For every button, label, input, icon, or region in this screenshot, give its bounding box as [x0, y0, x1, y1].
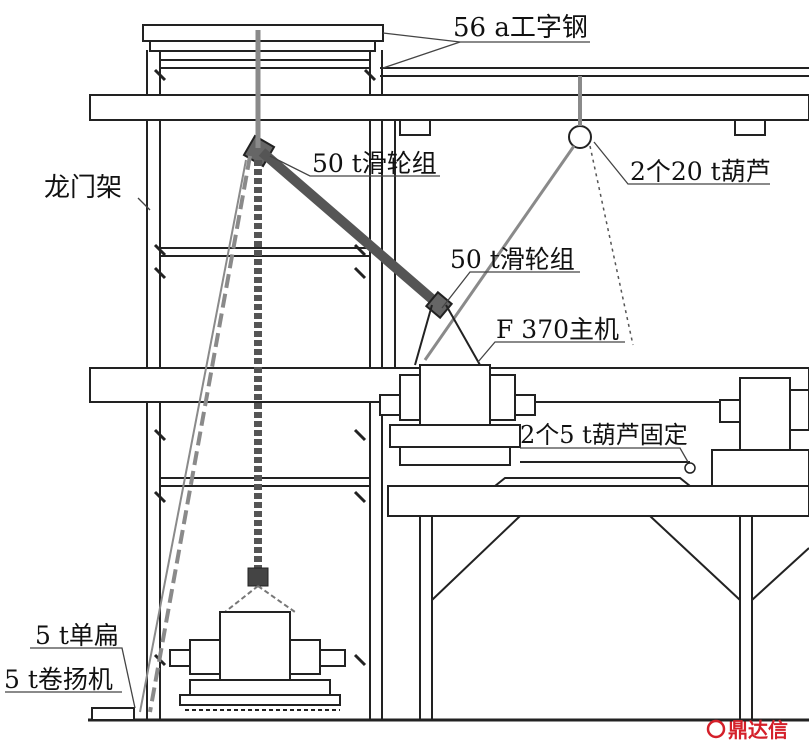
label-main-unit: F 370主机 — [496, 315, 619, 344]
rope-to-winch — [139, 159, 247, 713]
watermark-logo: 鼎达信 — [706, 718, 788, 742]
lower-machine — [169, 611, 346, 711]
chain-hook — [247, 567, 269, 587]
label-gantry: 龙门架 — [44, 173, 122, 203]
main-machine — [379, 304, 536, 466]
label-single-pulley: 5 t单扁 — [35, 621, 119, 650]
upper-crossbeam — [89, 94, 809, 136]
leader-lines — [5, 32, 770, 709]
dashed-rope-left — [148, 155, 252, 713]
label-i-beam: 56 a工字钢 — [453, 13, 588, 43]
inclined-rope-set — [258, 148, 444, 310]
hoist-20t-ring — [568, 125, 592, 149]
label-pulley-top: 50 t滑轮组 — [312, 149, 437, 178]
label-hoist-20t: 2个20 t葫芦 — [630, 157, 771, 186]
winch-block — [91, 707, 135, 721]
watermark-text: 鼎达信 — [728, 718, 788, 742]
label-hoist-5t: 2个5 t葫芦固定 — [520, 421, 688, 449]
pulley-block-middle — [424, 290, 454, 320]
watermark-icon — [706, 719, 726, 739]
label-winch: 5 t卷扬机 — [4, 665, 113, 694]
label-pulley-mid: 50 t滑轮组 — [450, 245, 575, 274]
hoist-rope-right — [589, 145, 634, 346]
lower-sling — [224, 585, 296, 613]
right-platform — [387, 120, 809, 720]
hoist-rope-diag — [423, 145, 576, 361]
hoist-5t-point — [684, 462, 696, 474]
right-equipment — [494, 377, 809, 487]
top-i-beam — [142, 24, 809, 77]
